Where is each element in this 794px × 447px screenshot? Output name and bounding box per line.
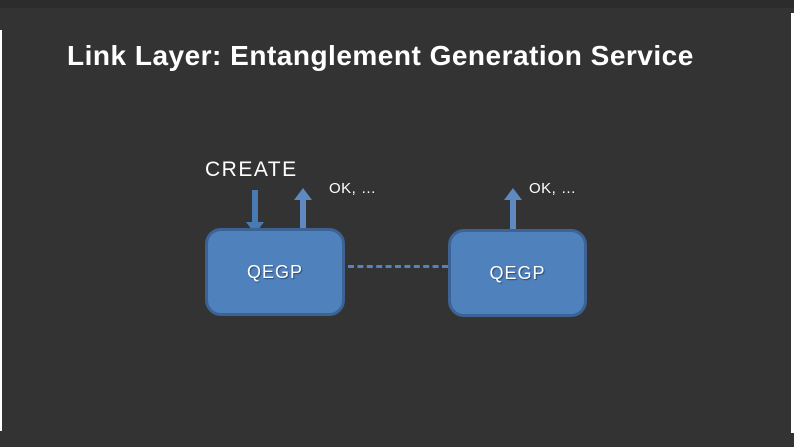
ok-label-right: OK, …	[529, 180, 577, 197]
create-label: CREATE	[205, 158, 298, 181]
slide-title: Link Layer: Entanglement Generation Serv…	[67, 40, 694, 71]
arrow-shaft	[510, 200, 516, 229]
arrow-shaft	[252, 190, 258, 222]
ok-response-arrow-up-right-icon	[504, 188, 522, 229]
ok-response-arrow-up-left-icon	[294, 188, 312, 230]
qegp-node-left-label: QEGP	[246, 261, 303, 282]
slide-left-edge-line	[0, 30, 2, 431]
slide-top-strip	[0, 0, 794, 8]
arrow-shaft	[300, 200, 306, 230]
entanglement-dashed-link	[348, 265, 448, 268]
arrow-head	[504, 188, 522, 200]
qegp-node-right: QEGP	[448, 229, 587, 317]
slide-right-edge-line	[791, 13, 794, 433]
qegp-node-right-label: QEGP	[489, 262, 546, 283]
ok-label-left: OK, …	[329, 180, 377, 197]
qegp-node-left: QEGP	[205, 228, 345, 316]
arrow-head	[294, 188, 312, 200]
